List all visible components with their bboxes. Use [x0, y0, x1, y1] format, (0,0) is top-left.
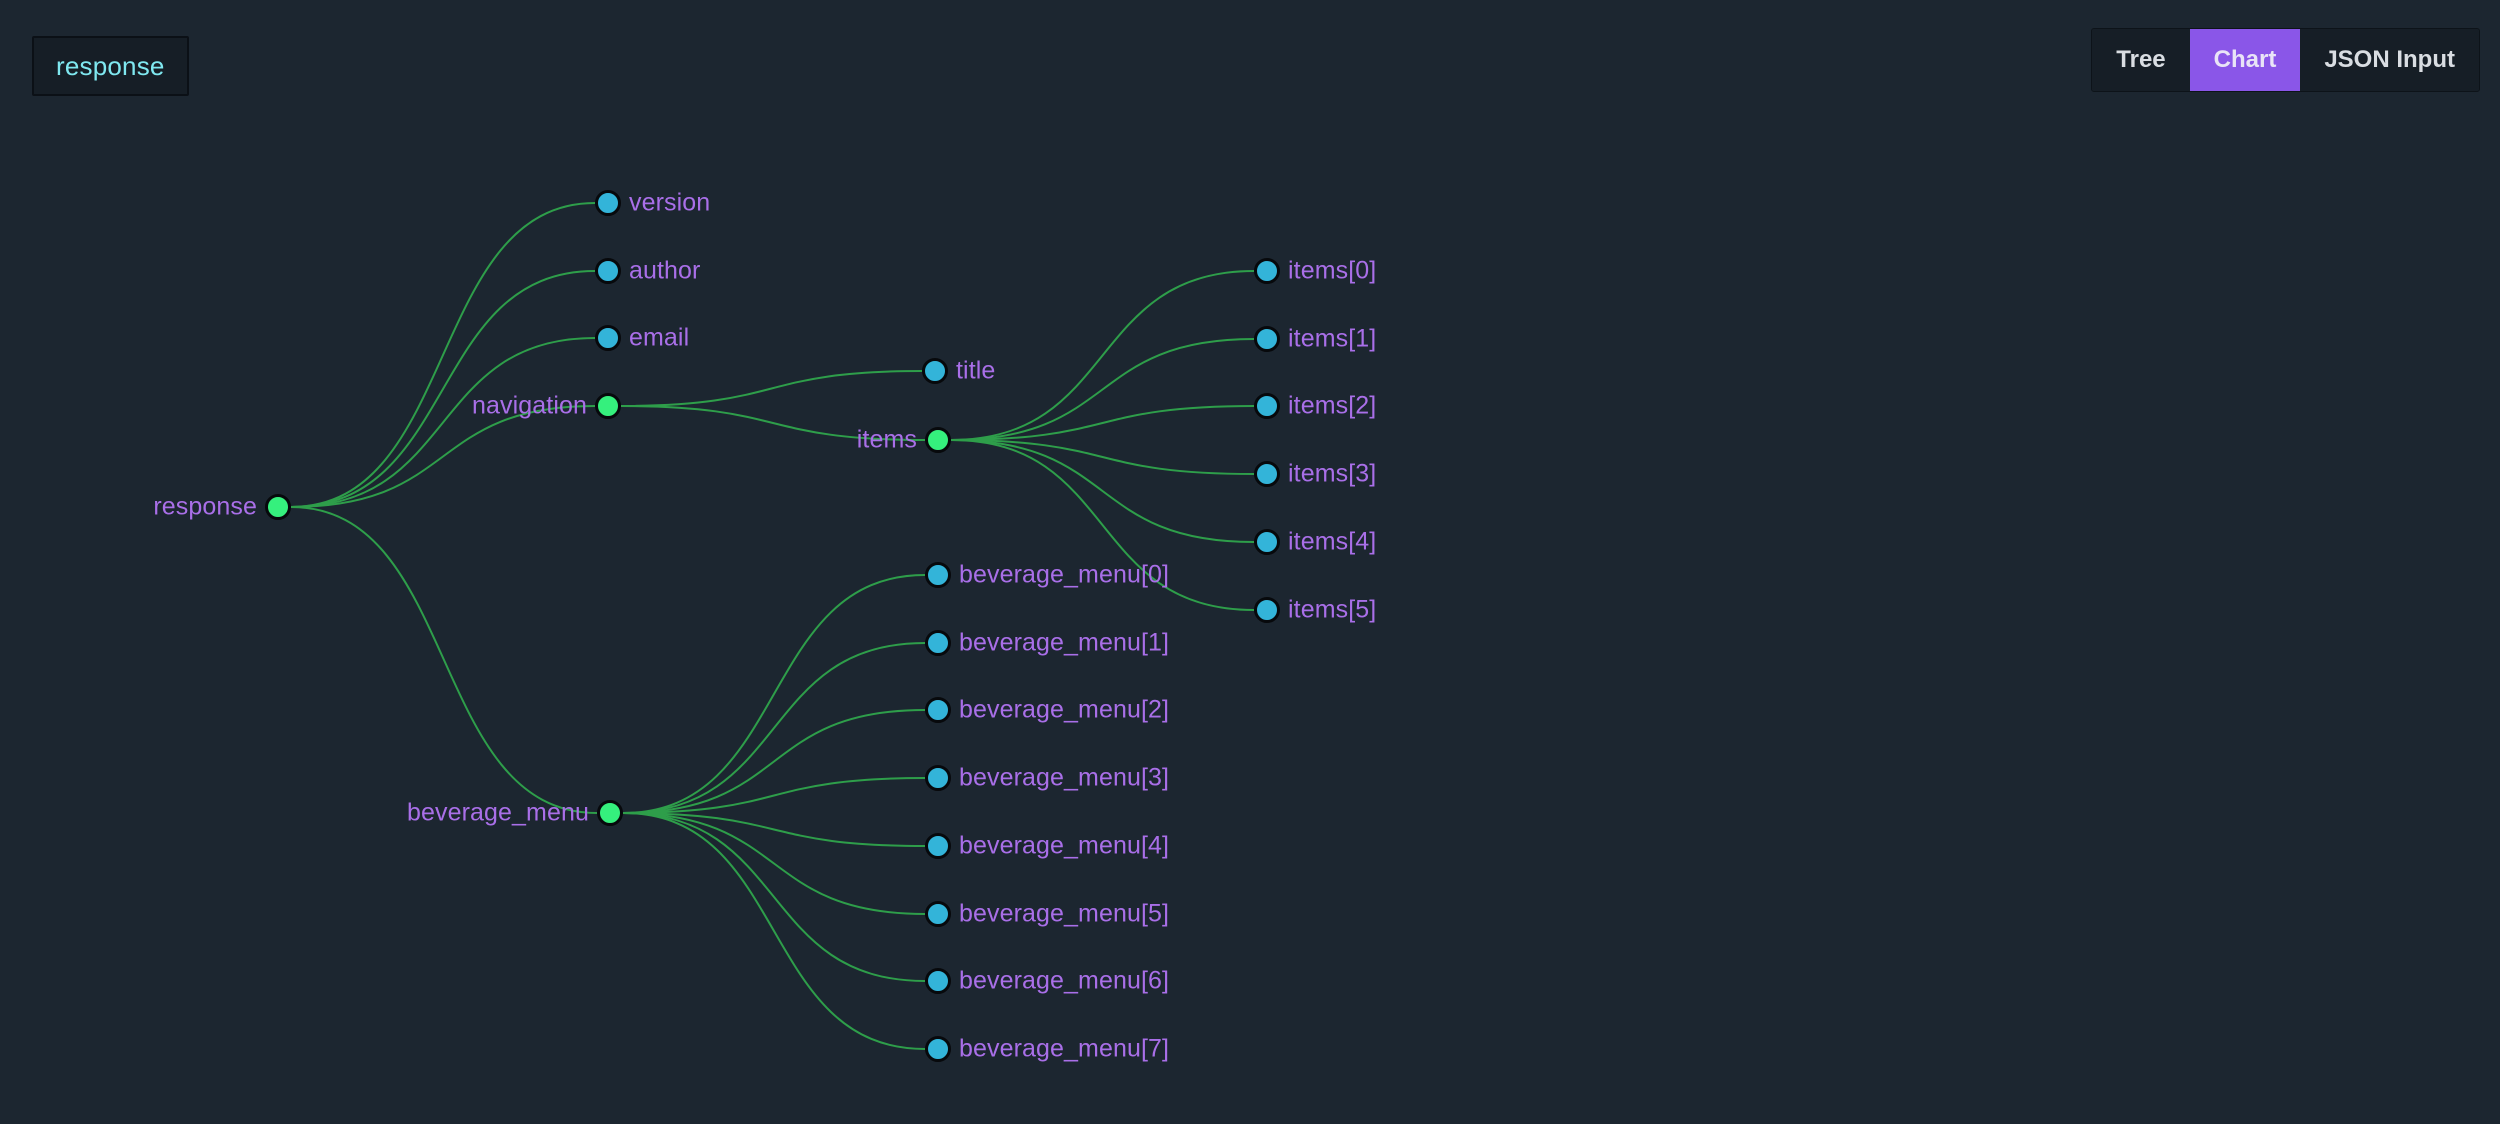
- graph-node-response[interactable]: [265, 494, 291, 520]
- graph-edge: [290, 270, 596, 508]
- graph-node-items4[interactable]: [1254, 529, 1280, 555]
- graph-node-label-beverage_menu5: beverage_menu[5]: [959, 899, 1170, 928]
- graph-edge: [290, 337, 596, 508]
- graph-node-label-beverage_menu4: beverage_menu[4]: [959, 831, 1170, 860]
- graph-edge: [290, 405, 596, 508]
- tab-tree[interactable]: Tree: [2092, 29, 2190, 91]
- graph-node-items0[interactable]: [1254, 258, 1280, 284]
- graph-node-beverage_menu3[interactable]: [925, 765, 951, 791]
- graph-node-label-items3: items[3]: [1288, 459, 1377, 488]
- graph-node-title[interactable]: [922, 358, 948, 384]
- graph-node-label-author: author: [629, 256, 701, 285]
- graph-node-beverage_menu1[interactable]: [925, 630, 951, 656]
- graph-node-items5[interactable]: [1254, 597, 1280, 623]
- graph-edge: [622, 777, 926, 814]
- graph-node-author[interactable]: [595, 258, 621, 284]
- graph-node-navigation[interactable]: [595, 393, 621, 419]
- graph-node-items[interactable]: [925, 427, 951, 453]
- graph-node-label-title: title: [956, 356, 996, 385]
- graph-node-label-email: email: [629, 323, 690, 352]
- graph-node-email[interactable]: [595, 325, 621, 351]
- graph-edge: [950, 338, 1255, 441]
- graph-edge: [950, 439, 1255, 543]
- graph-node-beverage_menu4[interactable]: [925, 833, 951, 859]
- graph-edge: [622, 812, 926, 915]
- graph-edge: [290, 202, 596, 508]
- tab-json-input[interactable]: JSON Input: [2300, 29, 2479, 91]
- graph-node-label-items2: items[2]: [1288, 391, 1377, 420]
- graph-edge: [622, 642, 926, 814]
- graph-node-beverage_menu[interactable]: [597, 800, 623, 826]
- graph-node-beverage_menu0[interactable]: [925, 562, 951, 588]
- graph-node-label-version: version: [629, 188, 711, 217]
- graph-node-beverage_menu2[interactable]: [925, 697, 951, 723]
- graph-edge: [950, 439, 1255, 475]
- graph-edge: [622, 574, 926, 814]
- root-breadcrumb-chip[interactable]: response: [32, 36, 189, 96]
- graph-node-label-items5: items[5]: [1288, 595, 1377, 624]
- graph-edge: [622, 812, 926, 1050]
- graph-edge: [290, 506, 598, 814]
- graph-edge: [950, 405, 1255, 441]
- graph-node-beverage_menu6[interactable]: [925, 968, 951, 994]
- graph-node-label-items1: items[1]: [1288, 324, 1377, 353]
- graph-node-label-beverage_menu1: beverage_menu[1]: [959, 628, 1170, 657]
- graph-node-label-beverage_menu2: beverage_menu[2]: [959, 695, 1170, 724]
- graph-node-version[interactable]: [595, 190, 621, 216]
- graph-node-label-navigation: navigation: [472, 391, 587, 420]
- graph-node-items1[interactable]: [1254, 326, 1280, 352]
- graph-node-label-beverage_menu6: beverage_menu[6]: [959, 966, 1170, 995]
- graph-node-label-items4: items[4]: [1288, 527, 1377, 556]
- graph-edge: [950, 270, 1255, 441]
- graph-node-label-beverage_menu7: beverage_menu[7]: [959, 1034, 1170, 1063]
- graph-edge: [622, 812, 926, 847]
- graph-node-items3[interactable]: [1254, 461, 1280, 487]
- graph-node-items2[interactable]: [1254, 393, 1280, 419]
- graph-edge: [620, 370, 923, 407]
- graph-node-label-items: items: [856, 425, 917, 454]
- graph-node-label-beverage_menu3: beverage_menu[3]: [959, 763, 1170, 792]
- graph-node-beverage_menu5[interactable]: [925, 901, 951, 927]
- graph-edge: [622, 812, 926, 982]
- graph-node-label-response: response: [153, 492, 257, 521]
- graph-node-beverage_menu7[interactable]: [925, 1036, 951, 1062]
- graph-node-label-items0: items[0]: [1288, 256, 1377, 285]
- tab-chart[interactable]: Chart: [2189, 29, 2301, 91]
- graph-node-label-beverage_menu0: beverage_menu[0]: [959, 560, 1170, 589]
- graph-edge: [622, 709, 926, 814]
- graph-node-label-beverage_menu: beverage_menu: [407, 798, 589, 827]
- root-breadcrumb-label: response: [56, 50, 165, 81]
